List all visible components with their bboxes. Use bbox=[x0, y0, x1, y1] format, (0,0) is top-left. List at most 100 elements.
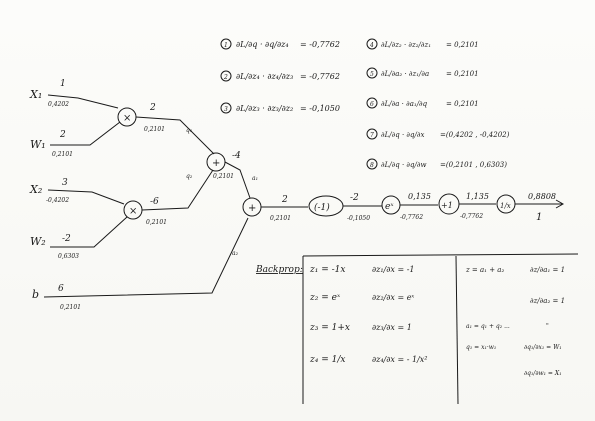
rule-1-expr: ∂L/∂q · ∂q/∂z₄ bbox=[236, 40, 289, 49]
inv-out: 0,8808 bbox=[528, 192, 556, 201]
x1-edge bbox=[47, 94, 119, 109]
bp-right-1-d: ∂z/∂a₁ = 1 bbox=[530, 266, 565, 274]
rule-2-badge bbox=[220, 70, 232, 82]
bp-row-2-d: ∂z₂/∂x = eˣ bbox=[372, 293, 414, 302]
bp-row-1-d: ∂z₁/∂x = -1 bbox=[372, 265, 414, 274]
neg-out: -2 bbox=[350, 193, 359, 203]
bp-right-4-z: q₁ = x₁·w₁ bbox=[466, 344, 496, 351]
inv-grad: 1 bbox=[536, 212, 542, 223]
mul1-op: × bbox=[123, 113, 131, 124]
neg-grad: -0,1050 bbox=[347, 215, 370, 222]
rule-5-result: = 0,2101 bbox=[446, 70, 479, 78]
rule-5-num: 5 bbox=[370, 71, 374, 78]
bp-right-4-d: ∂q₁/∂x₁ = W₁ bbox=[524, 344, 562, 351]
bp-right-3-d: " bbox=[546, 323, 549, 330]
bp-row-4-d: ∂z₄/∂x = - 1/x² bbox=[372, 355, 427, 364]
rule-7-result: =(0,4202 , -0,4202) bbox=[440, 131, 510, 139]
add1-edge-label: a₁ bbox=[252, 175, 258, 182]
mul1-edge-label: q₁ bbox=[186, 127, 192, 134]
x2-grad: -0,4202 bbox=[46, 197, 69, 204]
rule-6-result: = 0,2101 bbox=[446, 100, 479, 108]
w2-value: -2 bbox=[62, 234, 71, 244]
plus1-op: +1 bbox=[441, 201, 453, 210]
x2-label: X₂ bbox=[29, 183, 42, 196]
output-arrow bbox=[555, 199, 565, 209]
add2-grad: 0,2101 bbox=[270, 215, 291, 222]
rule-8-result: =(0,2101 , 0,6303) bbox=[440, 161, 507, 169]
mul2-out-edge bbox=[141, 169, 214, 211]
x2-edge bbox=[47, 189, 125, 205]
bp-row-1-z: z₁ = -1x bbox=[309, 265, 345, 275]
exp-out: 0,135 bbox=[408, 192, 431, 201]
add1-out: -4 bbox=[232, 151, 241, 161]
rule-4-result: = 0,2101 bbox=[446, 41, 479, 49]
add2-out: 2 bbox=[281, 195, 288, 205]
rule-3-expr: ∂L/∂z₃ · ∂z₃/∂z₂ bbox=[236, 104, 293, 113]
rule-3-num: 3 bbox=[224, 106, 228, 113]
w2-label: W₂ bbox=[30, 235, 46, 248]
bp-right-3-z: a₁ = q₁ + q₂ ... bbox=[466, 323, 510, 330]
backprop-divider bbox=[455, 255, 459, 405]
bp-row-4-z: z₄ = 1/x bbox=[309, 355, 345, 365]
mul1-out-edge bbox=[135, 116, 215, 155]
w1-grad: 0,2101 bbox=[52, 151, 73, 158]
rule-4-expr: ∂L/∂z₂ · ∂z₂/∂z₁ bbox=[381, 41, 431, 49]
rule-2-result: = -0,7762 bbox=[300, 72, 340, 81]
mul2-out: -6 bbox=[150, 197, 159, 207]
mul1-grad: 0,2101 bbox=[144, 126, 165, 133]
b-grad: 0,2101 bbox=[60, 304, 81, 311]
mul2-op: × bbox=[129, 206, 137, 217]
rule-5-expr: ∂L/∂a₂ · ∂z₁/∂a bbox=[381, 70, 429, 78]
x1-label: X₁ bbox=[29, 88, 42, 101]
bp-right-2-d: ∂z/∂a₂ = 1 bbox=[530, 297, 565, 305]
rule-8-badge bbox=[366, 158, 378, 170]
rule-3-result: = -0,1050 bbox=[300, 104, 340, 113]
rule-8-num: 8 bbox=[370, 162, 374, 169]
exp-grad: -0,7762 bbox=[400, 214, 423, 221]
rule-8-expr: ∂L/∂q · ∂q/∂w bbox=[381, 161, 426, 169]
rule-7-expr: ∂L/∂q · ∂q/∂x bbox=[381, 131, 424, 139]
b-edge-label: a₂ bbox=[232, 250, 239, 257]
rule-2-expr: ∂L/∂z₄ · ∂z₄/∂z₃ bbox=[236, 72, 293, 81]
rule-1-badge bbox=[220, 38, 232, 50]
mul2-edge-label: q₂ bbox=[186, 173, 193, 180]
rule-1-result: = -0,7762 bbox=[300, 40, 340, 49]
neg-op: (-1) bbox=[314, 202, 330, 213]
b-value: 6 bbox=[58, 284, 64, 294]
rule-7-num: 7 bbox=[370, 132, 374, 139]
rule-3-badge bbox=[220, 102, 232, 114]
add1-op: + bbox=[212, 158, 220, 169]
plus1-out: 1,135 bbox=[466, 192, 489, 201]
bp-row-2-z: z₂ = eˣ bbox=[309, 293, 341, 303]
add2-op: + bbox=[248, 203, 256, 214]
rule-6-num: 6 bbox=[370, 101, 374, 108]
chain-rule-left-column: 1 ∂L/∂q · ∂q/∂z₄ = -0,7762 2 ∂L/∂z₄ · ∂z… bbox=[220, 38, 340, 114]
w1-edge bbox=[50, 121, 121, 146]
rule-4-badge bbox=[366, 38, 378, 50]
rule-6-badge bbox=[366, 97, 378, 109]
rule-4-num: 4 bbox=[369, 42, 374, 49]
bp-row-3-z: z₃ = 1+x bbox=[309, 323, 350, 333]
x2-value: 3 bbox=[62, 178, 68, 188]
w1-value: 2 bbox=[59, 130, 66, 140]
chain-rule-right-column: 4 ∂L/∂z₂ · ∂z₂/∂z₁ = 0,2101 5 ∂L/∂a₂ · ∂… bbox=[366, 38, 510, 170]
x1-value: 1 bbox=[60, 79, 66, 89]
backprop-panel: Backprop: z₁ = -1x ∂z₁/∂x = -1 z₂ = eˣ ∂… bbox=[255, 253, 579, 405]
mul2-grad: 0,2101 bbox=[146, 219, 167, 226]
backprop-top-border bbox=[302, 253, 579, 257]
b-label: b bbox=[32, 288, 39, 301]
w2-edge bbox=[50, 216, 128, 248]
add1-out-edge bbox=[224, 161, 251, 199]
rule-1-num: 1 bbox=[224, 42, 228, 49]
backprop-title: Backprop: bbox=[255, 265, 303, 275]
bp-row-3-d: ∂z₃/∂x = 1 bbox=[372, 323, 412, 332]
rule-6-expr: ∂L/∂a · ∂a₁/∂q bbox=[381, 100, 428, 108]
bp-right-5-d: ∂q₁/∂w₁ = X₁ bbox=[524, 370, 562, 377]
w1-label: W₁ bbox=[30, 138, 46, 151]
exp-op: eˣ bbox=[385, 202, 394, 212]
inv-op: 1/x bbox=[500, 202, 511, 210]
add1-grad: 0,2101 bbox=[213, 173, 234, 180]
mul1-out: 2 bbox=[149, 103, 156, 113]
